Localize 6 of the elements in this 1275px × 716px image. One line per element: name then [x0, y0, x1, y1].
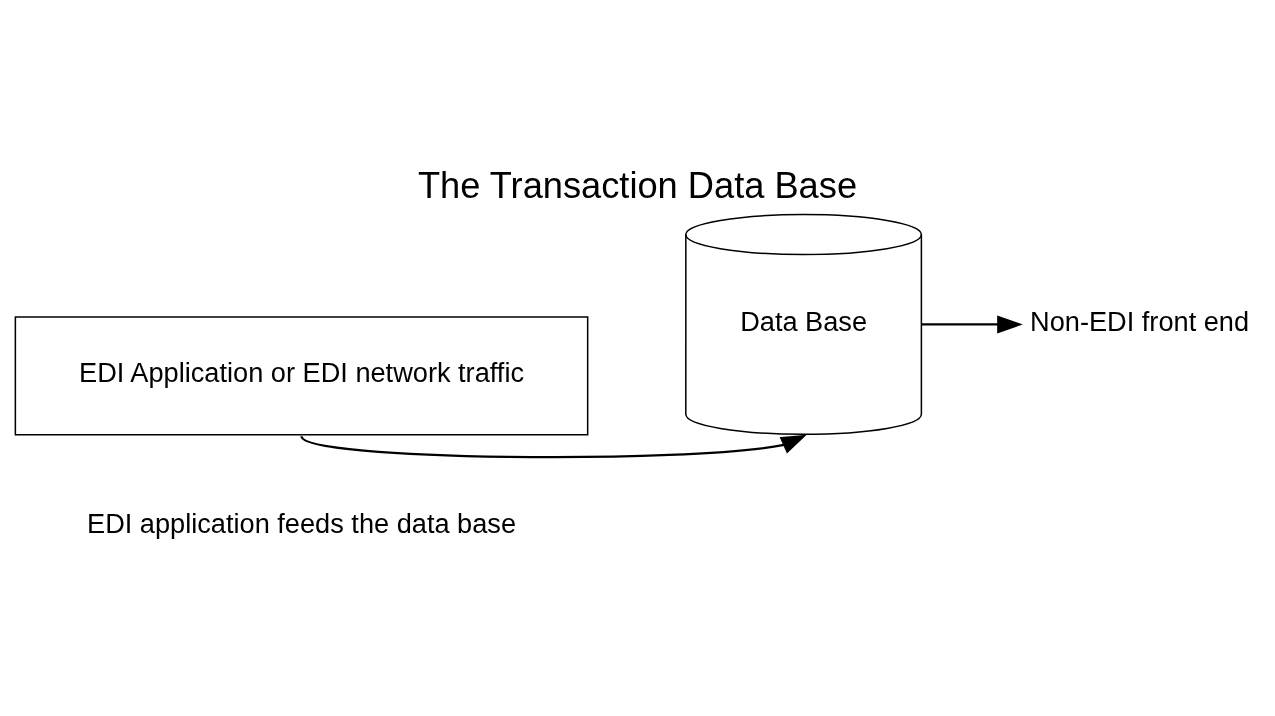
node-box: EDI Application or EDI network traffic	[14, 315, 589, 435]
arrow	[921, 314, 1023, 333]
node-text: Non-EDI front end	[1030, 305, 1250, 337]
diagram-title: The Transaction Data Base	[417, 164, 858, 206]
arrow	[300, 434, 807, 458]
caption: EDI application feeds the data base	[87, 507, 517, 539]
